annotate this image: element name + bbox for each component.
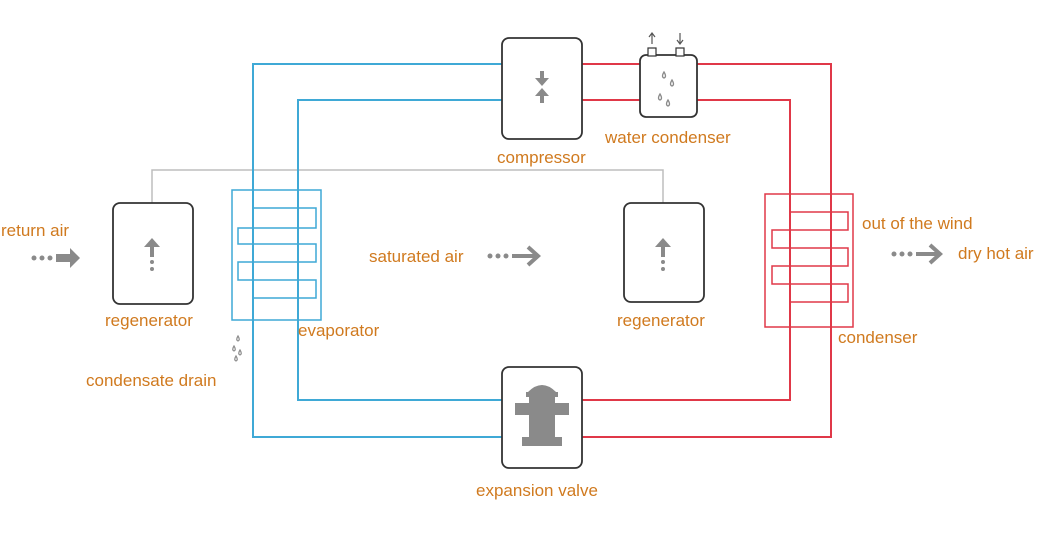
evaporator-frame	[231, 189, 322, 321]
return-air-arrow-icon	[31, 248, 80, 268]
compress-arrows-icon	[535, 71, 549, 103]
label-compressor: compressor	[497, 148, 586, 167]
label-evaporator: evaporator	[298, 321, 380, 340]
regenerator-connector-line	[151, 169, 664, 203]
regenerator-left	[112, 202, 194, 305]
condenser-serpentine	[771, 211, 849, 303]
water-flow-arrows-icon	[648, 32, 684, 45]
water-outlet-port	[675, 47, 685, 57]
label-out-of-the-wind: out of the wind	[862, 214, 973, 233]
evaporator-serpentine	[237, 207, 317, 299]
label-saturated-air: saturated air	[369, 247, 464, 266]
dotted-arrow-up-icon	[655, 238, 671, 271]
water-condenser	[639, 32, 698, 118]
hydrant-icon	[515, 385, 569, 446]
dotted-arrow-up-icon	[144, 238, 160, 271]
expansion-valve	[501, 366, 583, 469]
condenser-coil	[764, 193, 854, 328]
label-regenerator-left: regenerator	[105, 311, 193, 330]
condenser-frame	[764, 193, 854, 328]
evaporator-coil	[231, 189, 322, 321]
label-water-condenser: water condenser	[604, 128, 731, 147]
label-return-air: return air	[1, 221, 69, 240]
label-expansion-valve: expansion valve	[476, 481, 598, 500]
saturated-air-arrow-icon	[487, 245, 541, 267]
water-condenser-box	[639, 54, 698, 118]
regenerator-right	[623, 202, 705, 303]
label-condensate-drain: condensate drain	[86, 371, 216, 390]
condensate-drops-icon	[232, 334, 242, 362]
water-drops-icon	[657, 70, 675, 107]
label-regenerator-right: regenerator	[617, 311, 705, 330]
compressor	[501, 37, 583, 140]
dry-hot-air-arrow-icon	[891, 243, 943, 265]
label-condenser: condenser	[838, 328, 918, 347]
label-dry-hot-air: dry hot air	[958, 244, 1034, 263]
water-inlet-port	[647, 47, 657, 57]
